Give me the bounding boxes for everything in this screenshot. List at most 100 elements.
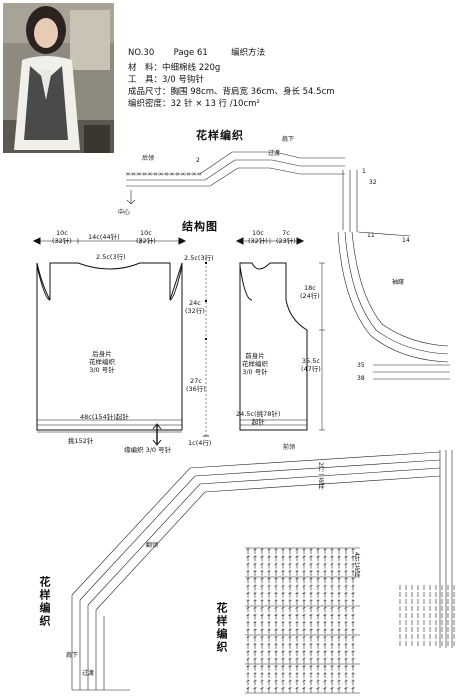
note-rows: 2行一花样 (317, 462, 324, 490)
stitch-mark (246, 687, 250, 689)
stitch-mark (260, 607, 264, 609)
stitch-mark (323, 643, 327, 646)
stitch-mark (246, 592, 250, 595)
stitch-mark (260, 672, 264, 675)
stitch-mark (274, 636, 278, 638)
stitch-mark (337, 563, 341, 565)
stitch-mark (337, 570, 341, 573)
size-line: 成品尺寸：胸围 98cm、背肩宽 36cm、身长 54.5cm (128, 87, 335, 97)
stitch-mark (351, 672, 355, 675)
back-neck-depth: 2.5c(3行) (96, 253, 126, 261)
stitch-mark (267, 643, 271, 646)
stitch-mark (253, 614, 257, 616)
stitch-mark (274, 556, 278, 558)
stitch-mark (281, 563, 285, 565)
stitch-mark (337, 643, 341, 646)
stitch-mark (192, 172, 196, 176)
stitch-mark (137, 172, 141, 176)
stitch-mark (302, 607, 306, 609)
stitch-mark (253, 585, 257, 587)
stitch-mark (295, 687, 299, 689)
stitch-mark (253, 577, 257, 580)
stitch-mark (323, 570, 327, 573)
stitch-mark (351, 687, 355, 689)
section-title: 编织方法 (231, 48, 266, 58)
note-stitches: 4针1花样 (353, 552, 360, 578)
stitch-mark (274, 548, 278, 551)
stitch-mark (302, 599, 306, 602)
stitch-mark (316, 563, 320, 565)
stitch-mark (344, 636, 348, 638)
label-border: 翻领 (146, 542, 159, 549)
material-line: 材 料：中细棉线 220g (128, 63, 221, 73)
stitch-mark (302, 556, 306, 558)
stitch-mark (253, 556, 257, 558)
stitch-mark (344, 577, 348, 580)
stitch-mark (274, 665, 278, 668)
stitch-mark (267, 607, 271, 609)
stitch-mark (281, 629, 285, 631)
stitch-mark (281, 570, 285, 573)
stitch-mark (316, 599, 320, 602)
stitch-mark (330, 607, 334, 609)
stitch-mark (337, 585, 341, 587)
stitch-mark (344, 665, 348, 668)
stitch-mark (288, 599, 292, 602)
stitch-mark (246, 570, 250, 573)
stitch-mark (131, 172, 136, 176)
stitch-mark (295, 563, 299, 565)
stitch-mark (302, 629, 306, 631)
stitch-mark (330, 650, 334, 653)
stitch-mark (330, 548, 334, 551)
stitch-mark (295, 570, 299, 573)
stitch-mark (330, 658, 334, 660)
stitch-mark (267, 614, 271, 616)
back-edging: 缘编织 3/0 号针 (124, 446, 172, 454)
stitch-mark (281, 643, 285, 646)
stitch-mark (309, 577, 313, 580)
stitch-mark (302, 687, 306, 689)
stitch-mark (281, 621, 285, 624)
label-front-neck: 前领 (283, 444, 296, 451)
stitch-mark (288, 563, 292, 565)
stitch-mark (253, 687, 257, 689)
stitch-mark (153, 172, 158, 176)
stitch-mark (274, 643, 278, 646)
stitch-mark (142, 172, 147, 176)
stitch-mark (316, 643, 320, 646)
stitch-mark (260, 577, 264, 580)
stitch-mark (337, 577, 341, 580)
front-body-depth: 35.5c(47行) (301, 357, 321, 373)
stitch-mark (253, 599, 257, 602)
label-armhole: 袖窿 (392, 279, 405, 286)
stitch-mark (253, 658, 257, 660)
stitch-mark (351, 621, 355, 624)
stitch-mark (351, 665, 355, 668)
stitch-mark (323, 687, 327, 689)
stitch-mark (344, 650, 348, 653)
arrow-35: 35 (357, 362, 365, 369)
stitch-mark (281, 607, 285, 609)
stitch-mark (351, 658, 355, 660)
stitch-mark (302, 636, 306, 638)
stitch-mark (260, 585, 264, 587)
stitch-mark (330, 556, 334, 558)
stitch-mark (246, 563, 250, 565)
stitch-mark (267, 658, 271, 660)
stitch-mark (309, 629, 313, 631)
stitch-mark (351, 570, 355, 573)
arrow-14: 14 (402, 237, 410, 244)
stitch-mark (344, 563, 348, 565)
stitch-mark (274, 629, 278, 631)
stitch-mark (344, 614, 348, 616)
stitch-mark (288, 687, 292, 689)
stitch-mark (281, 577, 285, 580)
stitch-mark (288, 621, 292, 624)
stitch-mark (337, 556, 341, 558)
stitch-mark (351, 643, 355, 646)
stitch-mark (295, 650, 299, 653)
stitch-mark (351, 599, 355, 602)
